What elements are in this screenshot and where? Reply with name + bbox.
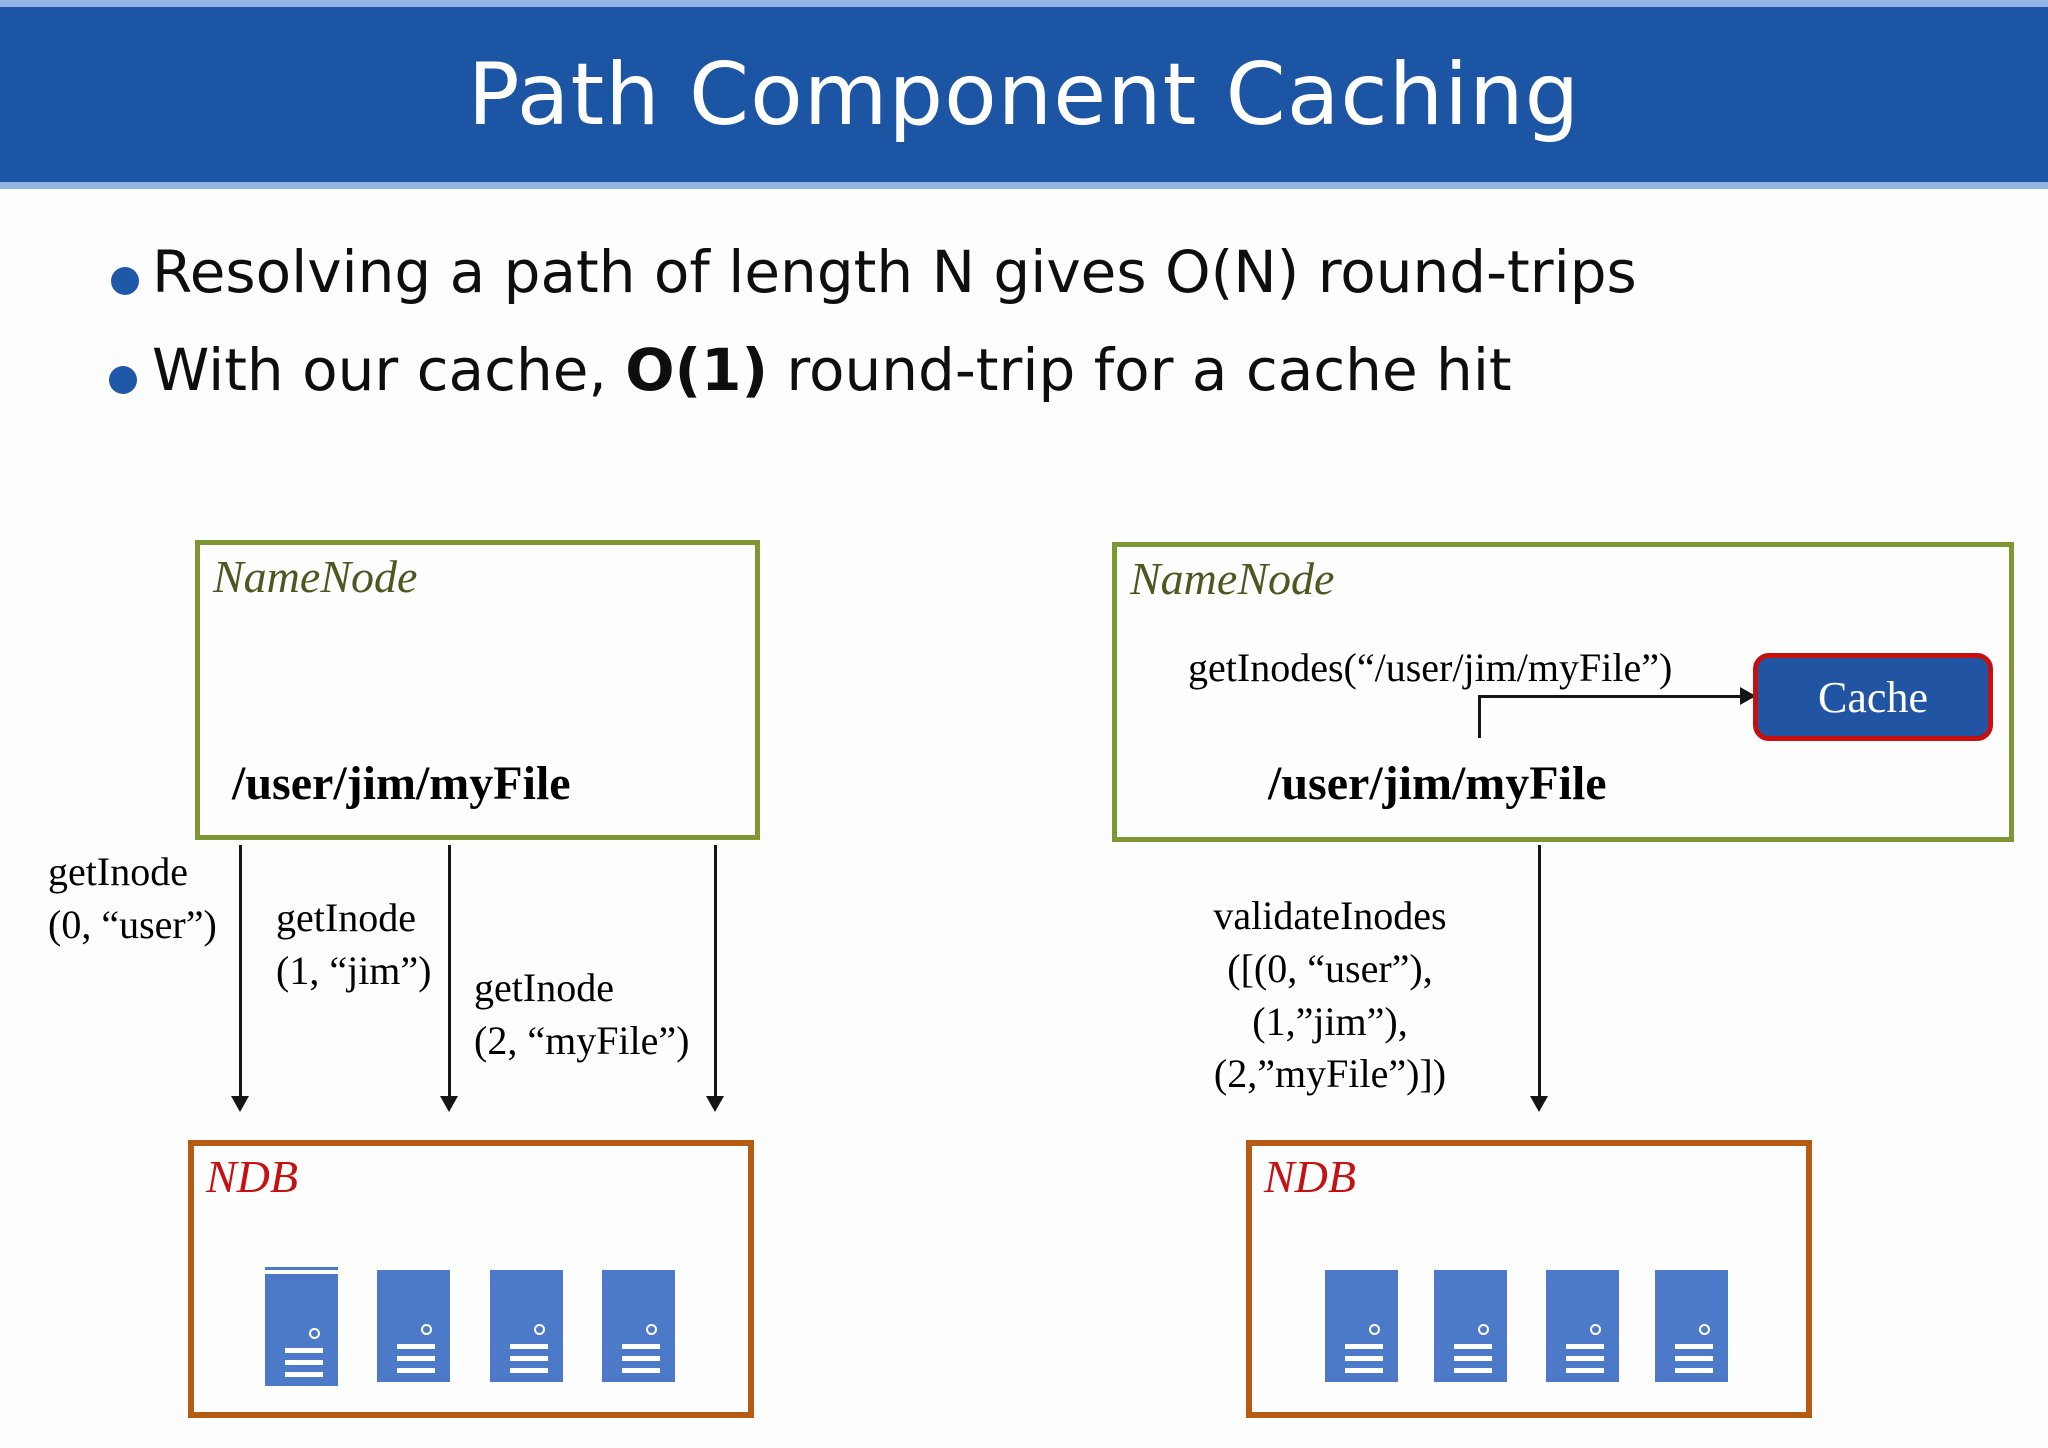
- cache-label: Cache: [1818, 672, 1928, 722]
- header-bar: Path Component Caching: [0, 7, 2048, 182]
- server-icon: [1546, 1270, 1619, 1382]
- call-line: validateInodes: [1213, 893, 1447, 938]
- arrow-right-icon: [1740, 687, 1756, 705]
- left-path-text: /user/jim/myFile: [232, 757, 571, 810]
- call-line: getInode: [48, 849, 188, 894]
- arrow-line: [239, 845, 242, 1097]
- header-top-strip: [0, 0, 2048, 7]
- validateinodes-call-label: validateInodes ([(0, “user”), (1,”jim”),…: [1150, 890, 1510, 1101]
- arrow-down-icon: [1530, 1096, 1548, 1112]
- call-line: (1,”jim”),: [1252, 998, 1408, 1044]
- left-ndb-label: NDB: [206, 1151, 298, 1202]
- bullet-text-segment: With our cache,: [152, 336, 626, 404]
- call-line: getInode: [276, 895, 416, 940]
- call-line: ([(0, “user”),: [1227, 945, 1433, 991]
- call-line: (1, “jim”): [276, 947, 432, 993]
- getinode-call-label: getInode (2, “myFile”): [474, 962, 690, 1068]
- left-namenode-label: NameNode: [213, 551, 418, 602]
- getinode-call-label: getInode (1, “jim”): [276, 892, 432, 998]
- getinodes-call-label: getInodes(“/user/jim/myFile”): [1188, 645, 1673, 690]
- server-icon: [377, 1270, 450, 1382]
- bullet-text-segment: round-trip for a cache hit: [767, 336, 1512, 404]
- header-bottom-strip: [0, 182, 2048, 189]
- arrow-down-icon: [440, 1096, 458, 1112]
- page-title: Path Component Caching: [467, 44, 1581, 145]
- left-namenode-box: [195, 540, 760, 840]
- arrow-line: [1538, 845, 1541, 1097]
- bullet-dot: [111, 267, 139, 295]
- server-icon: [1655, 1270, 1728, 1382]
- arrow-line: [448, 845, 451, 1097]
- bullet-dot: [109, 366, 137, 394]
- server-icon: [265, 1267, 338, 1386]
- bullet-text-segment: Resolving a path of length N gives O(N) …: [152, 238, 1637, 306]
- arrow-down-icon: [706, 1096, 724, 1112]
- elbow-arrow-line: [1478, 695, 1744, 698]
- bullet-text-bold: O(1): [625, 336, 768, 404]
- server-icon: [602, 1270, 675, 1382]
- arrow-down-icon: [231, 1096, 249, 1112]
- call-line: getInode: [474, 965, 614, 1010]
- server-icon: [1325, 1270, 1398, 1382]
- right-namenode-label: NameNode: [1130, 553, 1335, 604]
- right-path-text: /user/jim/myFile: [1268, 757, 1607, 810]
- bullet-text: With our cache, O(1) round-trip for a ca…: [152, 336, 1512, 404]
- server-icon: [1434, 1270, 1507, 1382]
- elbow-arrow-line: [1478, 697, 1481, 738]
- getinode-call-label: getInode (0, “user”): [48, 846, 217, 952]
- call-line: (2, “myFile”): [474, 1017, 690, 1063]
- cache-box: Cache: [1753, 653, 1993, 741]
- call-line: (2,”myFile”)]): [1213, 1051, 1447, 1097]
- right-ndb-label: NDB: [1264, 1151, 1356, 1202]
- bullet-text: Resolving a path of length N gives O(N) …: [152, 238, 1637, 306]
- call-line: (0, “user”): [48, 901, 217, 947]
- arrow-line: [714, 845, 717, 1097]
- server-icon: [490, 1270, 563, 1382]
